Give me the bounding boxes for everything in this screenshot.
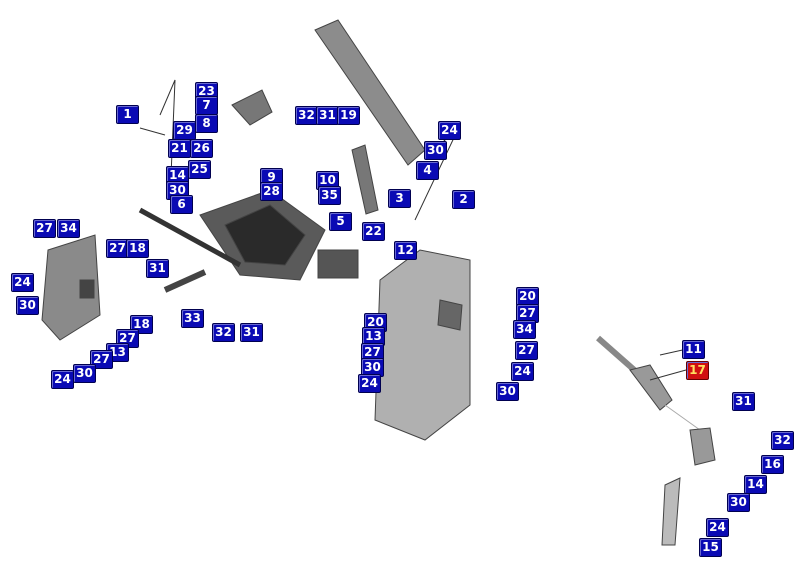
callout-part-2[interactable]: 2	[452, 190, 475, 209]
callout-part-28[interactable]: 28	[260, 182, 283, 201]
callout-part-32[interactable]: 32	[771, 431, 794, 450]
cover-bracket	[231, 89, 273, 126]
callout-part-24[interactable]: 24	[358, 374, 381, 393]
callout-part-33[interactable]: 33	[181, 309, 204, 328]
callout-part-19[interactable]: 19	[337, 106, 360, 125]
callout-part-21[interactable]: 21	[168, 139, 191, 158]
callout-part-17-highlighted[interactable]: 17	[686, 361, 709, 380]
callout-part-30[interactable]: 30	[16, 296, 39, 315]
mounting-bracket	[374, 249, 471, 441]
pedal-lever	[351, 144, 379, 215]
callout-part-22[interactable]: 22	[362, 222, 385, 241]
callout-part-34[interactable]: 34	[57, 219, 80, 238]
callout-part-24[interactable]: 24	[438, 121, 461, 140]
callout-part-18[interactable]: 18	[126, 239, 149, 258]
callout-part-30[interactable]: 30	[496, 382, 519, 401]
callout-part-29[interactable]: 29	[173, 121, 196, 140]
callout-part-14[interactable]: 14	[744, 475, 767, 494]
callout-part-27[interactable]: 27	[106, 239, 129, 258]
callout-part-24[interactable]: 24	[11, 273, 34, 292]
callout-part-24[interactable]: 24	[51, 370, 74, 389]
callout-part-12[interactable]: 12	[394, 241, 417, 260]
cable-boot	[629, 364, 673, 411]
left-bracket	[41, 234, 101, 341]
callout-part-11[interactable]: 11	[682, 340, 705, 359]
callout-part-3[interactable]: 3	[388, 189, 411, 208]
callout-part-34[interactable]: 34	[513, 320, 536, 339]
callout-part-27[interactable]: 27	[361, 343, 384, 362]
solenoid-block	[317, 249, 359, 279]
spring	[661, 477, 681, 546]
callout-part-20[interactable]: 20	[516, 287, 539, 306]
callout-part-24[interactable]: 24	[511, 362, 534, 381]
callout-part-8[interactable]: 8	[195, 114, 218, 133]
pedal-arm	[314, 19, 426, 166]
callout-part-31[interactable]: 31	[146, 259, 169, 278]
callout-part-6[interactable]: 6	[170, 195, 193, 214]
callout-part-32[interactable]: 32	[212, 323, 235, 342]
callout-part-14[interactable]: 14	[166, 166, 189, 185]
callout-part-30[interactable]: 30	[361, 358, 384, 377]
valve-body	[689, 427, 716, 466]
callout-part-31[interactable]: 31	[240, 323, 263, 342]
callout-part-31[interactable]: 31	[732, 392, 755, 411]
callout-part-7[interactable]: 7	[195, 96, 218, 115]
callout-part-27[interactable]: 27	[515, 341, 538, 360]
callout-part-26[interactable]: 26	[190, 139, 213, 158]
callout-part-16[interactable]: 16	[761, 455, 784, 474]
callout-part-30[interactable]: 30	[73, 364, 96, 383]
callout-part-5[interactable]: 5	[329, 212, 352, 231]
callout-part-27[interactable]: 27	[33, 219, 56, 238]
callout-part-30[interactable]: 30	[424, 141, 447, 160]
callout-part-32[interactable]: 32	[295, 106, 318, 125]
callout-part-4[interactable]: 4	[416, 161, 439, 180]
callout-part-30[interactable]: 30	[727, 493, 750, 512]
callout-part-27[interactable]: 27	[516, 304, 539, 323]
callout-part-31[interactable]: 31	[316, 106, 339, 125]
callout-part-1[interactable]: 1	[116, 105, 139, 124]
callout-part-15[interactable]: 15	[699, 538, 722, 557]
callout-part-35[interactable]: 35	[318, 186, 341, 205]
callout-part-24[interactable]: 24	[706, 518, 729, 537]
callout-part-25[interactable]: 25	[188, 160, 211, 179]
